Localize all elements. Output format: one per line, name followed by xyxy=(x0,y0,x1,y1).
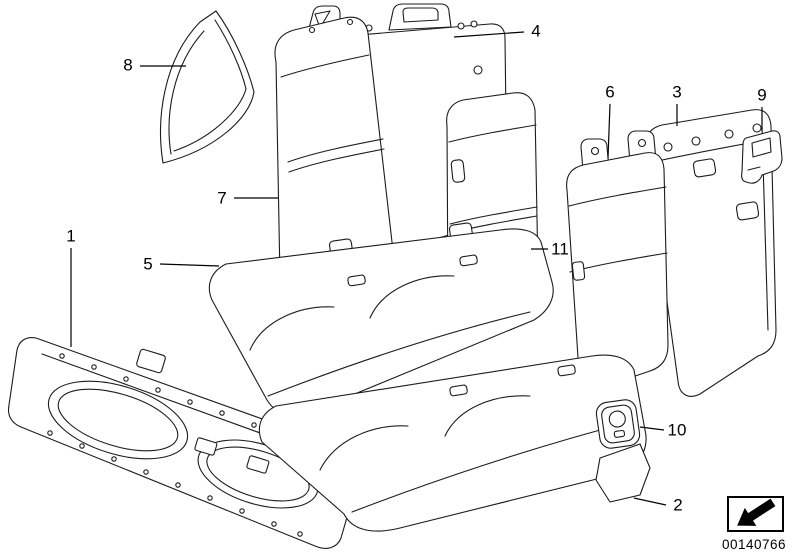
callout-10[interactable]: 10 xyxy=(668,421,687,440)
callout-line-6 xyxy=(607,103,611,159)
callout-line-5 xyxy=(159,263,220,267)
callout-3[interactable]: 3 xyxy=(672,83,681,102)
callout-1[interactable]: 1 xyxy=(66,227,75,246)
callout-line-10 xyxy=(639,426,665,431)
callout-9[interactable]: 9 xyxy=(757,86,766,105)
callout-4[interactable]: 4 xyxy=(531,22,540,41)
part-1-seat-frame-drawing xyxy=(7,337,364,549)
image-number: 00140766 xyxy=(721,537,787,552)
part-2-lower-cushion-drawing xyxy=(258,354,651,532)
part-9-clip-drawing xyxy=(741,130,783,184)
callout-6[interactable]: 6 xyxy=(605,83,614,102)
callout-line-2 xyxy=(633,497,667,506)
part-10-latch-cover-drawing xyxy=(595,399,641,449)
part-6-right-backrest-drawing xyxy=(566,130,669,390)
callout-8[interactable]: 8 xyxy=(123,56,132,75)
part-5-seat-cushion-drawing xyxy=(208,222,554,416)
callout-11[interactable]: 11 xyxy=(551,240,569,259)
callout-2[interactable]: 2 xyxy=(673,496,682,515)
callout-layer: 1 2 3 4 5 6 7 8 9 10 11 xyxy=(66,22,766,515)
part-8-side-cover-drawing xyxy=(160,10,255,164)
callout-7[interactable]: 7 xyxy=(217,189,226,208)
callout-5[interactable]: 5 xyxy=(143,255,152,274)
photo-arrow-box[interactable] xyxy=(727,496,784,532)
photo-arrow-icon xyxy=(737,498,776,526)
callout-line-4 xyxy=(453,31,525,38)
